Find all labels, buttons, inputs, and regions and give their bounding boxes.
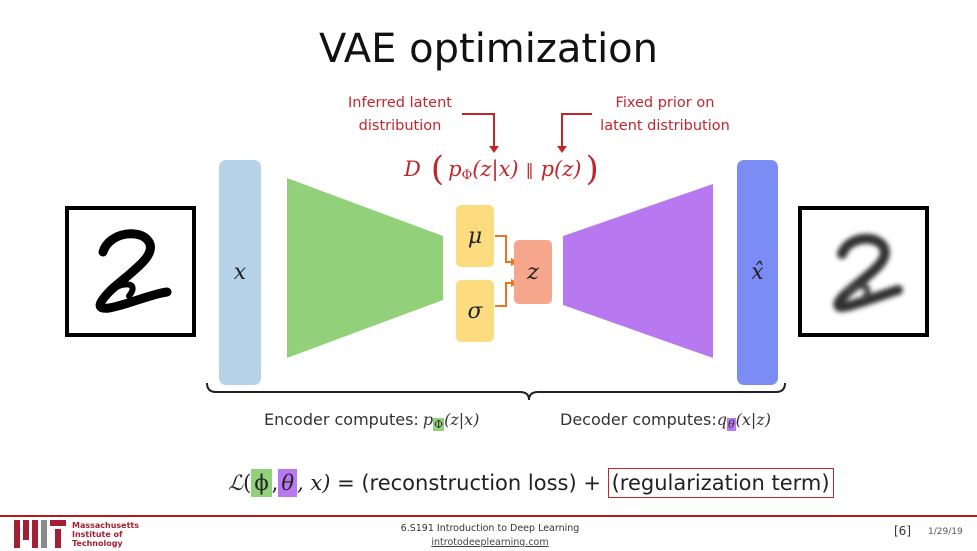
loss-phi: ϕ: [251, 469, 272, 497]
loss-equals-reconstruction: = (reconstruction loss) +: [330, 471, 608, 495]
output-xhat-bar: x̂: [737, 160, 778, 385]
latent-z-label: z: [527, 259, 539, 285]
latent-z-box: z: [514, 240, 552, 304]
encoder-caption-text: Encoder computes:: [264, 410, 419, 429]
prior-arrow: [561, 113, 592, 148]
mit-logo-icon: [14, 520, 66, 548]
mu-box: μ: [456, 205, 494, 267]
course-title: 6.S191 Introduction to Deep Learning: [400, 523, 580, 534]
input-x-bar: x: [219, 160, 261, 385]
loss-symbol: ℒ: [228, 471, 244, 495]
mu-sigma-to-z-arrows: [495, 235, 513, 307]
decoder-caption-text: Decoder computes:: [560, 410, 717, 429]
mit-line-2: Institute of: [72, 529, 123, 539]
decoder-trapezoid: [563, 184, 713, 358]
input-digit-image: [65, 206, 196, 337]
output-xhat-label: x̂: [751, 260, 764, 285]
mit-logo: Massachusetts Institute of Technology: [14, 520, 139, 548]
decoder-caption: Decoder computes: q θ (x|z): [560, 410, 771, 431]
slide-date: 1/29/19: [928, 527, 963, 537]
footer-divider: [0, 515, 977, 517]
inferred-line-1: Inferred latent: [348, 95, 452, 111]
sigma-label: σ: [467, 298, 483, 324]
inferred-arrow-head: [489, 146, 499, 153]
inferred-arrow: [462, 113, 495, 148]
input-x-label: x: [233, 260, 247, 285]
mit-line-1: Massachusetts: [72, 520, 140, 530]
open-paren: (: [430, 149, 445, 189]
output-digit-image: [798, 206, 929, 337]
inferred-latent-annotation: Inferred latent distribution: [330, 92, 470, 138]
prior-line-2: latent distribution: [600, 118, 730, 134]
divergence-phi-sub: Φ: [461, 167, 473, 183]
divergence-parallel: ‖: [525, 159, 534, 179]
fixed-prior-annotation: Fixed prior on latent distribution: [585, 92, 745, 138]
course-info: 6.S191 Introduction to Deep Learning int…: [380, 522, 600, 550]
slide-number: [6]: [894, 524, 911, 538]
encoder-caption-arg: (z|x): [444, 410, 480, 429]
decoder-brace: [538, 382, 786, 393]
course-url[interactable]: introtodeeplearning.com: [431, 537, 549, 548]
mit-line-3: Technology: [72, 538, 123, 548]
encoder-trapezoid: [287, 178, 443, 358]
sigma-box: σ: [456, 280, 494, 342]
loss-theta: θ: [278, 469, 297, 497]
decoder-caption-arg: (x|z): [735, 410, 771, 429]
decoder-caption-q: q: [716, 410, 727, 429]
mit-institute-name: Massachusetts Institute of Technology: [72, 521, 139, 548]
kl-divergence-formula: D ( p Φ (z|x) ‖ p(z) ): [404, 148, 599, 190]
divergence-p-z: p(z): [540, 157, 582, 181]
encoder-caption: Encoder computes: p Φ (z|x): [264, 410, 480, 431]
encoder-caption-phi: Φ: [433, 418, 445, 431]
divergence-p-phi: p: [448, 157, 462, 181]
divergence-d: D: [404, 157, 421, 181]
regularization-term-box: (regularization term): [607, 468, 834, 498]
slide-title: VAE optimization: [318, 26, 659, 72]
inferred-line-2: distribution: [358, 118, 442, 134]
encoder-caption-p: p: [422, 410, 434, 429]
prior-line-1: Fixed prior on: [615, 95, 715, 111]
loss-open-paren: (: [243, 471, 252, 495]
mu-label: μ: [467, 223, 483, 249]
divergence-z-given-x: (z|x): [472, 157, 519, 181]
decoder-caption-theta: θ: [726, 418, 736, 431]
loss-args: , x): [297, 471, 331, 495]
loss-comma: ,: [271, 471, 279, 495]
digit-two-input-icon: [95, 229, 172, 313]
loss-equation: ℒ ( ϕ , θ , x) = (reconstruction loss) +…: [228, 464, 834, 502]
digit-two-reconstructed-icon: [833, 233, 903, 312]
encoder-brace: [206, 382, 539, 401]
prior-arrow-head: [557, 146, 567, 153]
close-paren: ): [585, 149, 599, 189]
